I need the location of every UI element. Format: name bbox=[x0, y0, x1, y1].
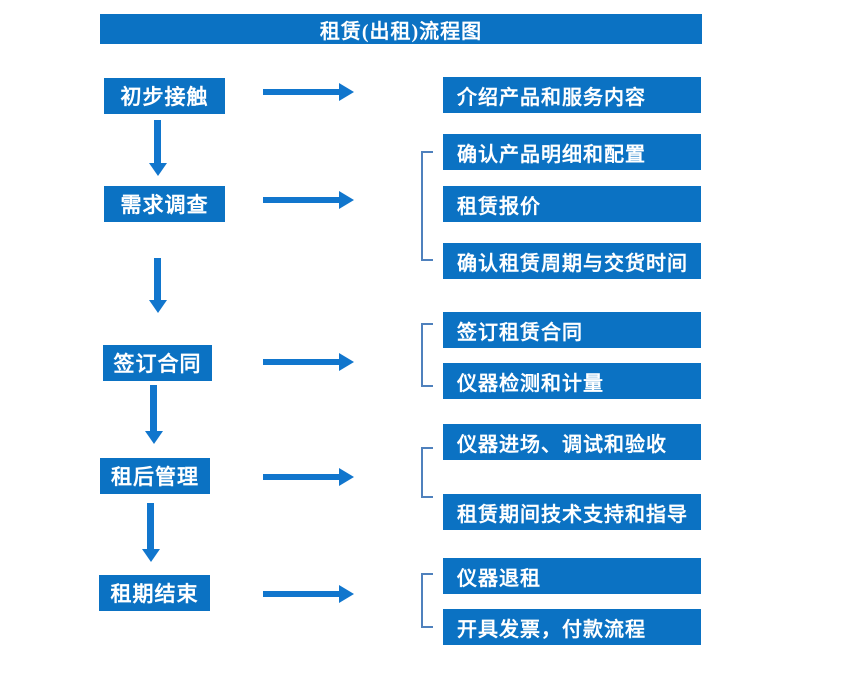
right-arrow bbox=[263, 474, 339, 480]
detail-box-instrument-inspection: 仪器检测和计量 bbox=[443, 363, 701, 399]
detail-box-confirm-rental-period: 确认租赁周期与交货时间 bbox=[443, 243, 701, 279]
right-arrow bbox=[263, 591, 339, 597]
detail-box-sign-rental-contract: 签订租赁合同 bbox=[443, 312, 701, 348]
step-box-lease-end: 租期结束 bbox=[99, 575, 210, 611]
detail-box-invoice-payment: 开具发票，付款流程 bbox=[443, 609, 701, 645]
group-bracket bbox=[421, 323, 433, 387]
detail-box-technical-support: 租赁期间技术支持和指导 bbox=[443, 494, 701, 530]
step-box-initial-contact: 初步接触 bbox=[104, 78, 225, 114]
down-arrow bbox=[147, 503, 154, 549]
group-bracket bbox=[421, 447, 433, 498]
right-arrow bbox=[263, 197, 339, 203]
detail-box-instrument-setup: 仪器进场、调试和验收 bbox=[443, 424, 701, 460]
flowchart-title-bar: 租赁(出租)流程图 bbox=[100, 14, 702, 44]
detail-box-instrument-return: 仪器退租 bbox=[443, 558, 701, 594]
step-box-demand-survey: 需求调查 bbox=[104, 186, 225, 222]
step-box-post-rental-management: 租后管理 bbox=[100, 458, 210, 494]
down-arrow bbox=[154, 258, 161, 300]
right-arrow bbox=[263, 359, 339, 365]
right-arrow bbox=[263, 89, 339, 95]
down-arrow bbox=[150, 385, 157, 431]
detail-box-confirm-product-details: 确认产品明细和配置 bbox=[443, 134, 701, 170]
down-arrow bbox=[154, 120, 161, 163]
detail-box-rental-quote: 租赁报价 bbox=[443, 186, 701, 222]
group-bracket bbox=[421, 573, 433, 628]
detail-box-introduce-products: 介绍产品和服务内容 bbox=[443, 77, 701, 113]
group-bracket bbox=[421, 151, 433, 261]
step-box-sign-contract: 签订合同 bbox=[103, 345, 212, 381]
flowchart-title: 租赁(出租)流程图 bbox=[319, 20, 483, 43]
